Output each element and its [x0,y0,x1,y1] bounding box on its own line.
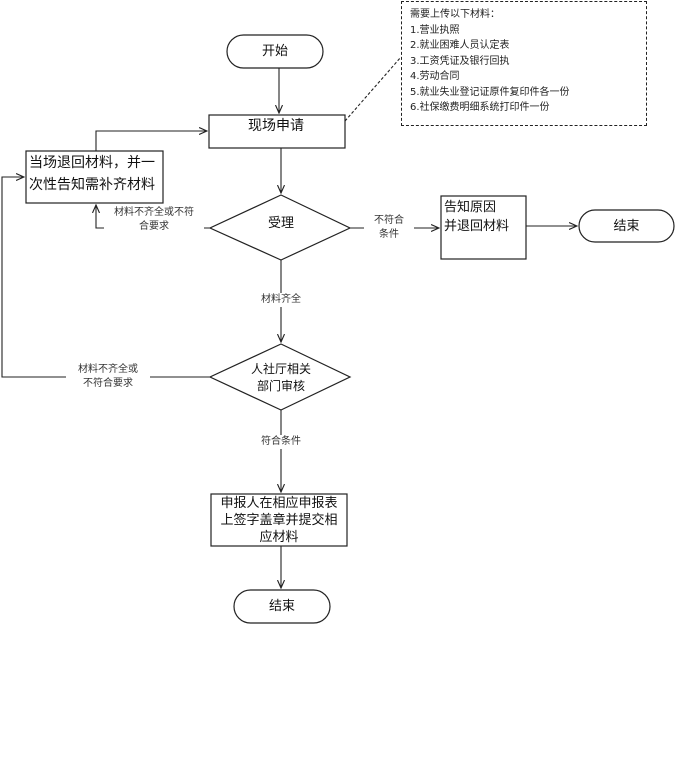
return-materials-label: 当场退回材料，并一 次性告知需补齐材料 [29,152,164,196]
sign-line-1: 申报人在相应申报表 [220,496,338,511]
note-item-1: 1.营业执照 [410,24,460,36]
review-label: 人社厅相关 部门审核 [231,361,331,395]
callout-line [344,56,402,122]
end-terminal-bottom [233,589,331,624]
review-line-1: 人社厅相关 [250,362,311,376]
edge-label-incomplete-2: 材料不齐全或 不符合要求 [66,363,150,391]
note-item-6: 6.社保缴费明细系统打印件一份 [410,102,550,113]
edge-label-not-qualified-line-2: 条件 [379,229,399,240]
end-bottom-label: 结束 [268,599,295,614]
apply-label: 现场申请 [248,118,304,134]
reason-box [440,195,527,260]
edge-label-incomplete-1-line-1: 材料不齐全或不符 [114,207,194,218]
reason-line-2: 并退回材料 [444,219,510,234]
edge-label-incomplete-1-line-2: 合要求 [139,221,169,232]
note-item-5: 5.就业失业登记证原件复印件各一份 [410,86,570,98]
return-materials-box [25,150,164,204]
note-title: 需要上传以下材料： [410,9,500,20]
edge-label-qualified: 符合条件 [251,435,311,449]
connector-return-apply [95,131,207,151]
start-label: 开始 [261,44,288,59]
return-materials-line-2: 次性告知需补齐材料 [29,177,155,193]
reason-line-1: 告知原因 [444,200,497,215]
reason-label: 告知原因 并退回材料 [444,198,526,236]
note-item-3: 3.工资凭证及银行回执 [410,55,510,67]
sign-box [210,493,348,547]
edge-label-incomplete-2-line-2: 不符合要求 [83,378,133,389]
start-terminal [226,34,324,69]
required-materials-note: 需要上传以下材料： 1.营业执照 2.就业困难人员认定表 3.工资凭证及银行回执… [401,1,647,126]
sign-label: 申报人在相应申报表 上签字盖章并提交相 应材料 [211,495,347,546]
note-item-2: 2.就业困难人员认定表 [410,40,510,51]
edge-label-incomplete-2-line-1: 材料不齐全或 [78,364,138,375]
accept-label: 受理 [267,216,294,231]
end-right-label: 结束 [613,219,640,234]
edge-label-not-qualified: 不符合 条件 [364,214,414,242]
return-materials-line-1: 当场退回材料，并一 [29,155,155,171]
sign-line-3: 应材料 [259,530,299,545]
edge-label-incomplete-1: 材料不齐全或不符 合要求 [104,206,204,234]
review-line-2: 部门审核 [256,379,305,393]
note-item-4: 4.劳动合同 [410,71,460,82]
end-terminal-right [578,209,675,243]
sign-line-2: 上签字盖章并提交相 [220,513,338,528]
edge-label-complete: 材料齐全 [251,293,311,307]
apply-box [208,114,346,149]
edge-label-not-qualified-line-1: 不符合 [374,215,404,226]
